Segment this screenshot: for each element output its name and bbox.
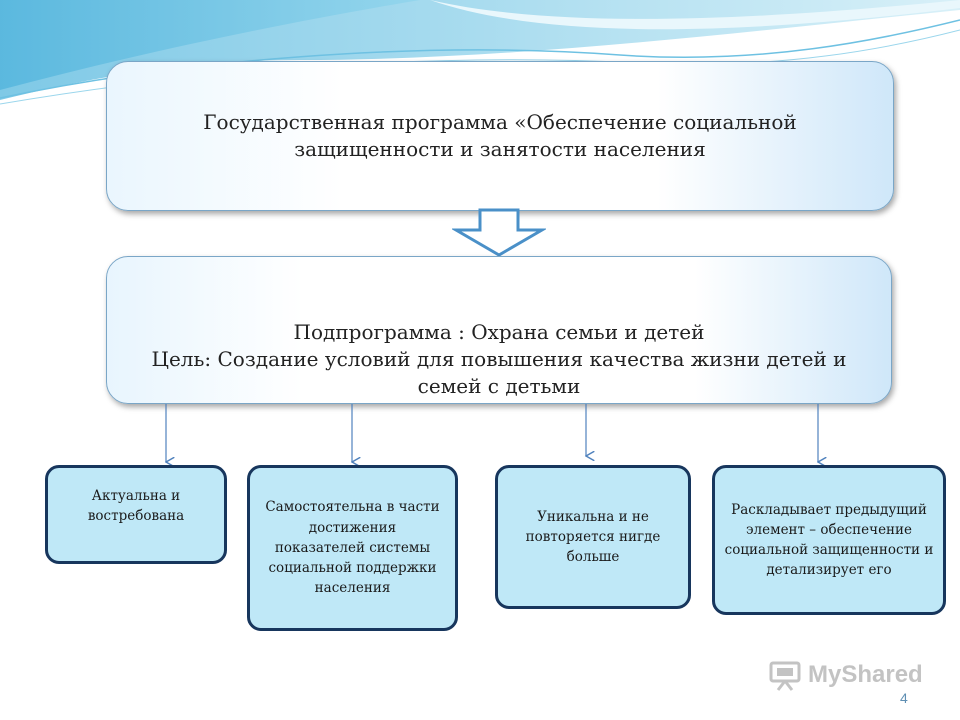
state-program-box: Государственная программа «Обеспечение с… [106,61,894,211]
state-program-text: Государственная программа «Обеспечение с… [203,110,797,161]
feature-box-relevant: Актуальна и востребована [45,465,227,564]
feature-box-unique: Уникальна и не повторяется нигде больше [495,465,691,609]
down-arrow-icon [452,208,546,257]
page-number: 4 [900,690,908,706]
subprogram-goal: Цель: Создание условий для повышения кач… [151,347,847,398]
connector-arrows [0,404,960,470]
feature-box-independent: Самостоятельна в части достижения показа… [247,465,458,631]
subprogram-title: Подпрограмма : Охрана семьи и детей [293,320,705,344]
subprogram-box: Подпрограмма : Охрана семьи и детей Цель… [106,256,892,404]
feature-text: Раскладывает предыдущий элемент – обеспе… [724,501,934,579]
feature-text: Самостоятельна в части достижения показа… [265,499,440,597]
feature-text: Актуальна и востребована [87,488,185,525]
myshared-watermark: MyShared [768,656,923,694]
watermark-text: MyShared [808,661,923,688]
feature-box-decomposes: Раскладывает предыдущий элемент – обеспе… [712,465,946,615]
presentation-icon [769,661,801,691]
feature-text: Уникальна и не повторяется нигде больше [525,508,661,566]
